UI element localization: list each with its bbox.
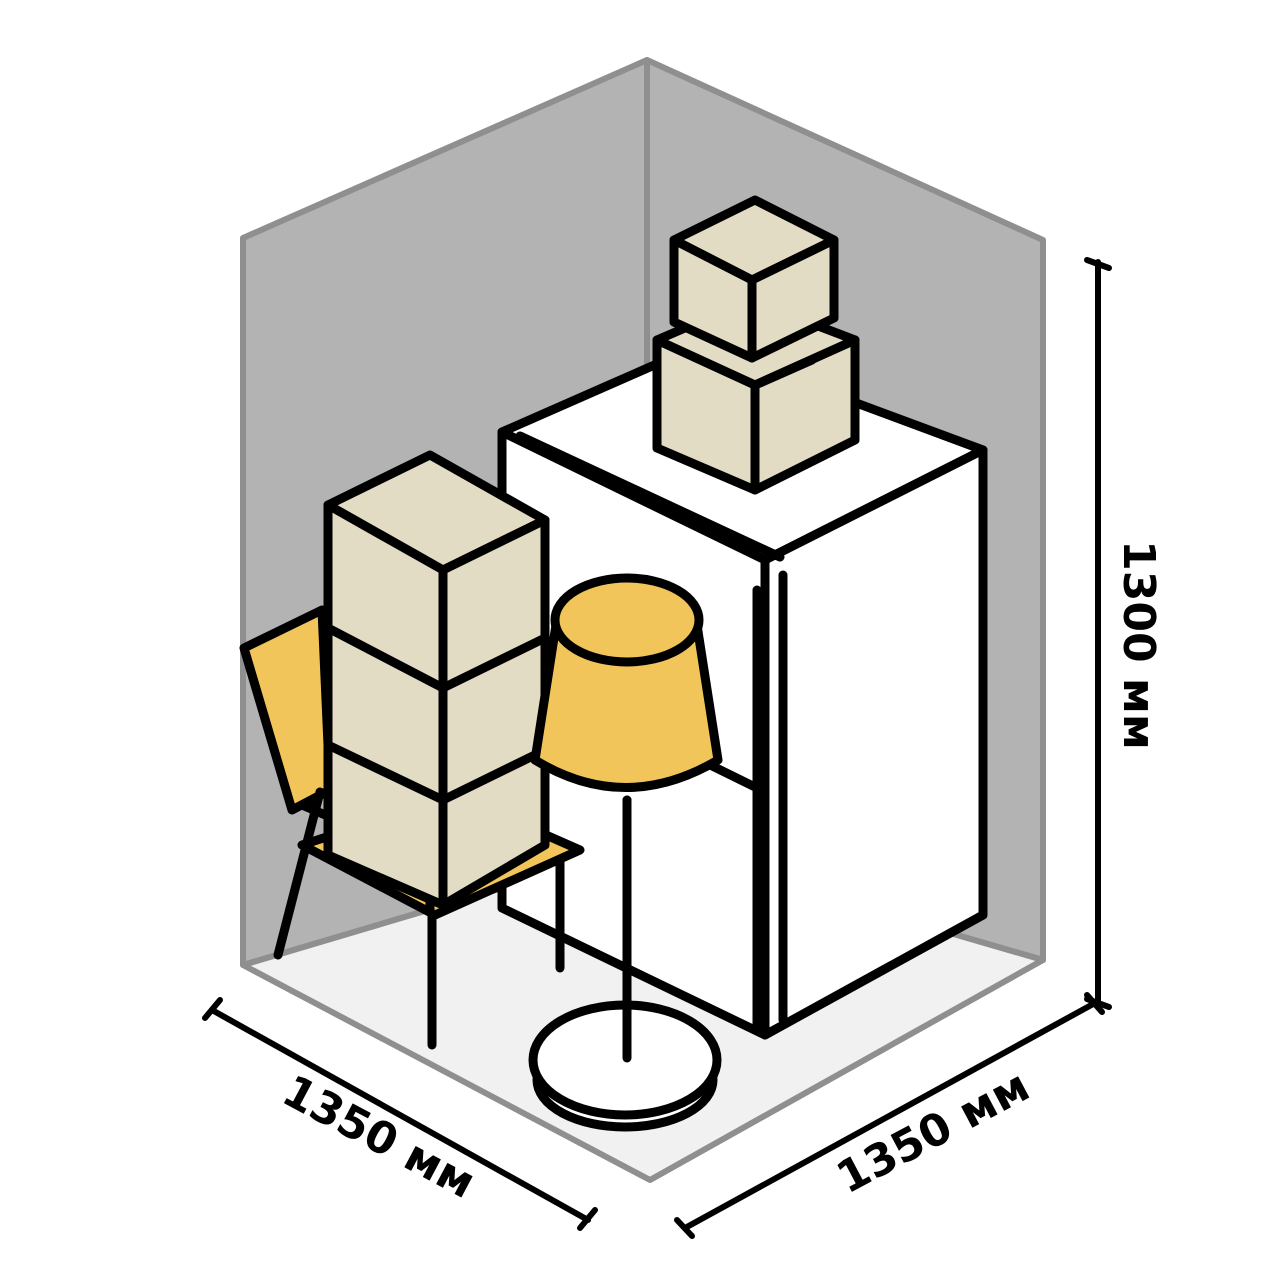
lamp-shade-top	[550, 573, 704, 667]
stack-divider-1-left	[323, 623, 448, 693]
floor-lamp	[528, 573, 723, 1132]
stack-right-face	[438, 515, 550, 910]
dimension-lines	[202, 257, 1112, 1239]
fridge-top-seam	[515, 431, 785, 562]
depth-dimension-line	[682, 1000, 1098, 1231]
stack-divider-1-right	[438, 633, 550, 693]
width-dimension-line	[209, 1007, 591, 1223]
height-tick-bottom	[1084, 996, 1112, 1010]
box-stack-tall	[323, 450, 550, 910]
lower-box-tape	[755, 355, 817, 388]
upper-box-right	[747, 235, 839, 363]
stack-divider-2-left	[323, 740, 448, 805]
depth-tick-start	[674, 1217, 695, 1239]
boxes-on-fridge	[652, 195, 860, 495]
chair-back-leg	[273, 787, 325, 960]
width-tick-end	[577, 1207, 598, 1231]
stack-divider-2-right	[438, 745, 550, 805]
fridge-front	[760, 445, 988, 1040]
height-tick-top	[1084, 257, 1112, 271]
width-label: 1350 мм	[274, 1065, 483, 1208]
stack-left-face	[323, 500, 448, 910]
width-tick-start	[202, 997, 223, 1021]
height-label: 1300 мм	[1113, 540, 1164, 750]
